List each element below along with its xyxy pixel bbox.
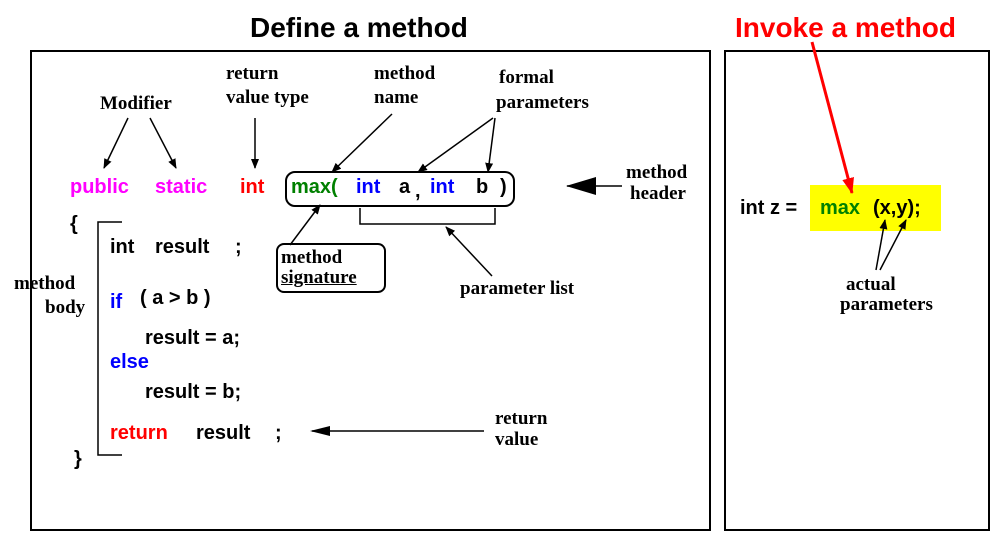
actual-param-arrow-y <box>879 219 907 271</box>
decl-type: int <box>110 236 135 258</box>
open-brace: { <box>70 213 78 235</box>
method-header-label-2: header <box>630 183 686 204</box>
method-name-label-2: name <box>374 87 419 108</box>
method-header-label-1: method <box>626 162 688 183</box>
define-title: Define a method <box>250 12 468 43</box>
signature-box <box>276 243 386 293</box>
define-panel <box>30 50 711 531</box>
parameter-list-arrow <box>445 226 493 277</box>
assign-a: result = a; <box>145 327 241 349</box>
return-semicolon: ; <box>275 422 282 444</box>
else-keyword: else <box>110 351 149 373</box>
return-value-arrowhead <box>310 426 330 436</box>
param2-name: b <box>476 176 489 198</box>
method-body-label-1: method <box>14 273 76 294</box>
method-name-label-1: method <box>374 63 436 84</box>
invoke-arrow <box>810 41 854 194</box>
method-body-label-2: body <box>45 297 86 318</box>
return-value-label-1: return <box>495 408 548 429</box>
formal-params-label-2: parameters <box>496 92 589 113</box>
return-type-label-1: return <box>226 63 279 84</box>
method-signature-arrow <box>289 204 321 246</box>
method-signature-label-2: signature <box>281 267 357 288</box>
actual-params-label-1: actual <box>846 274 896 295</box>
param-comma: , <box>415 180 421 202</box>
return-keyword: return <box>110 422 168 444</box>
method-body-bracket <box>97 221 122 456</box>
formal-param-arrow-b <box>485 117 496 173</box>
header-box <box>285 171 515 207</box>
modifier-arrow-public <box>103 117 129 169</box>
invoke-prefix: int z = <box>740 197 798 219</box>
decl-name: result <box>155 236 210 258</box>
header-close-paren: ) <box>500 176 507 198</box>
invoke-title: Invoke a method <box>735 12 956 43</box>
call-highlight <box>810 185 941 231</box>
return-variable: result <box>196 422 251 444</box>
decl-semicolon: ; <box>235 236 242 258</box>
invoke-arguments: (x,y); <box>873 197 921 219</box>
invoke-method-name: max <box>820 197 861 219</box>
method-header-arrowhead <box>566 177 596 195</box>
invoke-panel <box>724 50 990 531</box>
formal-param-arrow-a <box>417 117 494 173</box>
formal-params-label-1: formal <box>499 67 554 88</box>
method-name: max( <box>291 176 338 198</box>
close-brace: } <box>74 448 82 470</box>
param2-type: int <box>430 176 455 198</box>
method-signature-label-1: method <box>281 247 343 268</box>
return-type-label-2: value type <box>226 87 309 108</box>
modifier-public: public <box>70 176 129 198</box>
if-condition: ( a > b ) <box>140 287 211 309</box>
actual-params-label-2: parameters <box>840 294 933 315</box>
modifier-static: static <box>155 176 208 198</box>
if-keyword: if <box>110 291 123 313</box>
return-type: int <box>240 176 265 198</box>
modifier-arrow-static <box>149 117 177 169</box>
method-name-arrow <box>331 113 393 173</box>
modifier-label: Modifier <box>100 93 172 114</box>
param1-type: int <box>356 176 381 198</box>
param1-name: a <box>399 176 411 198</box>
return-value-label-2: value <box>495 429 539 450</box>
parameter-list-bracket <box>359 208 496 225</box>
actual-param-arrow-x <box>875 219 888 271</box>
assign-b: result = b; <box>145 381 242 403</box>
parameter-list-label: parameter list <box>460 278 575 299</box>
